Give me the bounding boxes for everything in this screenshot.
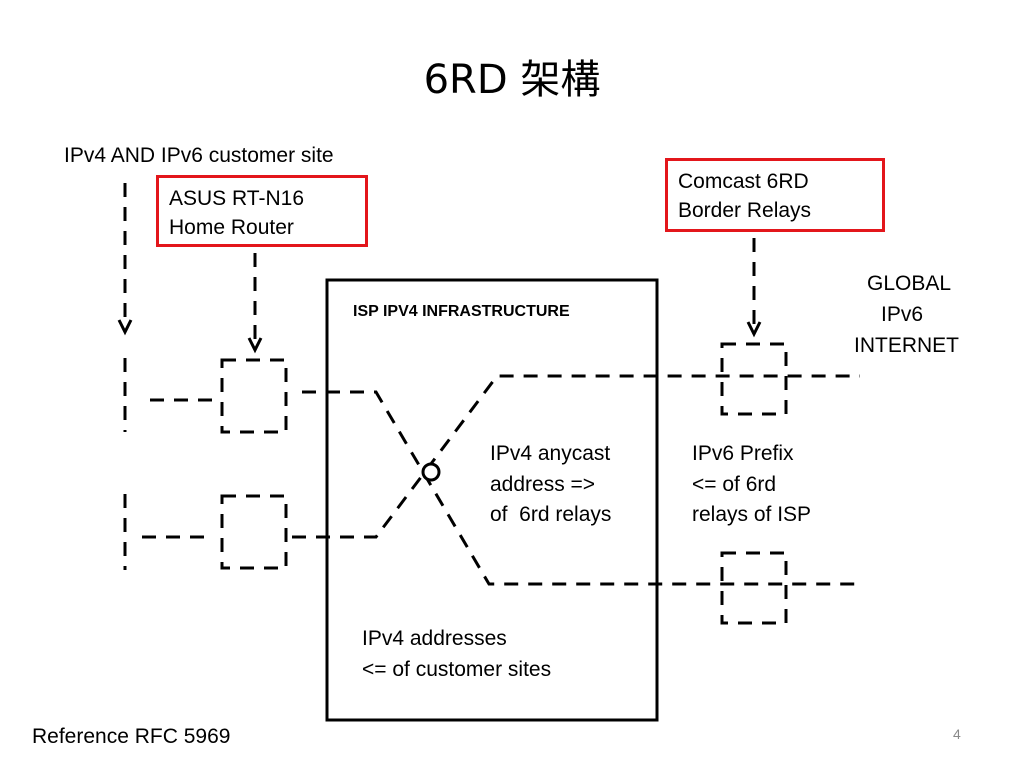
anycast-line-3: of 6rd relays [490, 503, 612, 526]
ipv6-prefix-line-3: relays of ISP [692, 503, 812, 526]
global-internet-line-1: GLOBAL [867, 272, 952, 295]
footer-reference: Reference RFC 5969 [32, 725, 231, 748]
anycast-point-icon [421, 462, 441, 482]
home-router-callout: ASUS RT-N16 Home Router [156, 175, 368, 247]
isp-infrastructure-box [325, 278, 659, 722]
slide-title: 6RD 架構 [423, 57, 601, 103]
isp-infrastructure-label: ISP IPV4 INFRASTRUCTURE [353, 303, 570, 320]
customer-router-2 [220, 494, 288, 570]
home-router-arrowhead-icon [247, 337, 263, 354]
path-router2-to-relay1 [292, 374, 860, 539]
anycast-line-1: IPv4 anycast [490, 442, 611, 465]
border-relays-callout: Comcast 6RD Border Relays [665, 158, 885, 232]
ipv6-prefix-line-2: <= of 6rd [692, 473, 777, 496]
border-relays-line-1: Comcast 6RD [678, 170, 809, 193]
customer-site-label: IPv4 AND IPv6 customer site [64, 144, 334, 167]
ipv4-addresses-line-2: <= of customer sites [362, 658, 552, 681]
ipv6-prefix-line-1: IPv6 Prefix [692, 442, 794, 465]
home-router-line-2: Home Router [169, 216, 294, 239]
relay-router-1 [720, 342, 788, 416]
border-relays-line-2: Border Relays [678, 199, 812, 222]
path-router1-to-relay2 [302, 390, 860, 586]
customer-site-arrowhead-icon [117, 319, 133, 336]
global-internet-line-2: IPv6 [881, 303, 924, 326]
ipv4-addresses-line-1: IPv4 addresses [362, 627, 507, 650]
customer-router-1 [220, 358, 288, 434]
page-number: 4 [953, 726, 961, 742]
relay-router-2 [720, 551, 788, 625]
global-internet-line-3: INTERNET [854, 334, 959, 357]
anycast-line-2: address => [490, 473, 596, 496]
home-router-line-1: ASUS RT-N16 [169, 187, 304, 210]
border-relay-arrowhead-icon [746, 321, 762, 338]
